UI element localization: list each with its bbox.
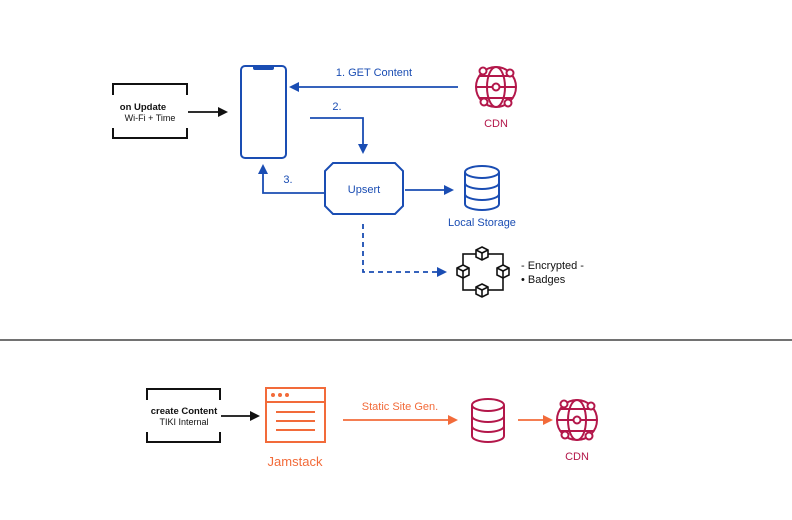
- step3-arrow: [258, 164, 324, 194]
- encrypted-label: - Encrypted -: [521, 260, 584, 272]
- create-content-trigger: create Content TIKI Internal: [146, 388, 221, 443]
- phone-icon: [240, 65, 287, 159]
- local-storage-label: Local Storage: [448, 217, 516, 229]
- jamstack-label: Jamstack: [268, 454, 323, 469]
- local-storage-database-icon: [464, 165, 500, 211]
- update-trigger-title: on Update: [120, 102, 166, 113]
- cdn-bottom-icon: [556, 399, 598, 441]
- create-content-subtitle: TIKI Internal: [159, 417, 208, 427]
- jamstack-browser-window-icon: [265, 387, 326, 443]
- content-database-icon: [471, 398, 505, 443]
- update-trigger: on Update Wi-Fi + Time: [112, 83, 188, 139]
- cdn-top-label: CDN: [484, 118, 508, 130]
- cdn-bottom-label: CDN: [565, 451, 589, 463]
- cdn-top-icon: [475, 66, 517, 108]
- upsert-node: [324, 162, 404, 215]
- upsert-to-encrypted-arrow: [362, 224, 447, 277]
- update-trigger-subtitle: Wi-Fi + Time: [125, 113, 176, 123]
- step2-label: 2.: [332, 101, 341, 113]
- upsert-label: Upsert: [348, 184, 380, 196]
- step2-arrow: [310, 117, 368, 154]
- badges-label: • Badges: [521, 274, 566, 286]
- ssg-label: Static Site Gen.: [362, 401, 438, 413]
- get-content-label: 1. GET Content: [336, 67, 412, 79]
- step3-label: 3.: [283, 174, 292, 186]
- encrypted-block-network-icon: [456, 246, 510, 298]
- create-content-title: create Content: [151, 406, 218, 417]
